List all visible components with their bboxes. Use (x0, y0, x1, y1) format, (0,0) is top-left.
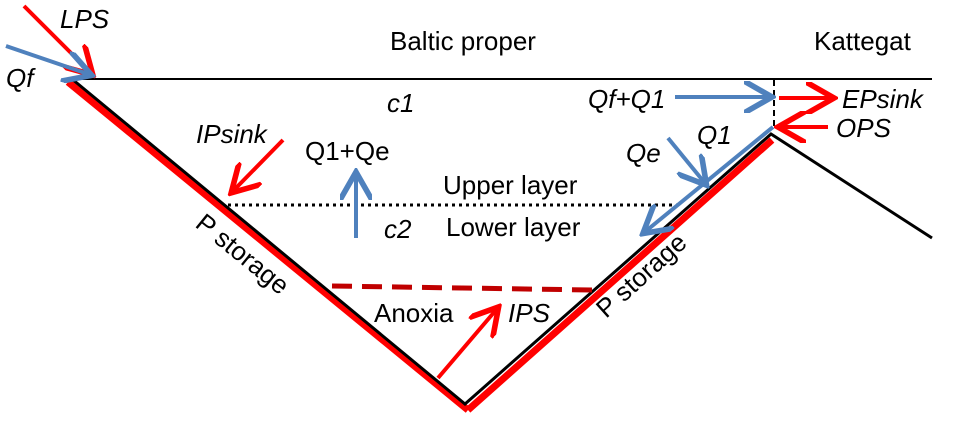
anoxia-line (331, 283, 593, 293)
q1-inflow-arrow-icon (646, 125, 775, 231)
label-c1: c1 (387, 88, 414, 118)
basin-sediment-left (65, 79, 471, 413)
label-qf-q1: Qf+Q1 (588, 84, 665, 114)
qe-arrow-icon (666, 136, 704, 182)
label-q1-qe: Q1+Qe (305, 136, 390, 166)
ipsink-arrow-icon (234, 138, 285, 190)
label-ips: IPS (508, 298, 551, 328)
label-c2: c2 (384, 214, 412, 244)
label-qe: Qe (626, 138, 661, 168)
label-upper-layer: Upper layer (443, 170, 578, 200)
basin-outline (71, 77, 933, 406)
label-kattegat: Kattegat (814, 26, 912, 56)
label-qf: Qf (6, 63, 36, 93)
label-baltic-proper: Baltic proper (390, 26, 536, 56)
label-q1: Q1 (697, 120, 732, 150)
label-ipsink: IPsink (196, 119, 269, 149)
label-ops: OPS (836, 113, 892, 143)
label-p-storage-right: P storage (590, 227, 692, 323)
label-epsink: EPsink (842, 84, 925, 114)
label-lower-layer: Lower layer (446, 212, 581, 242)
basin-sediment-right (465, 137, 775, 413)
label-lps: LPS (60, 4, 110, 34)
ips-arrow-icon (436, 310, 496, 380)
qf-arrow-icon (5, 44, 88, 74)
label-anoxia: Anoxia (374, 298, 454, 328)
